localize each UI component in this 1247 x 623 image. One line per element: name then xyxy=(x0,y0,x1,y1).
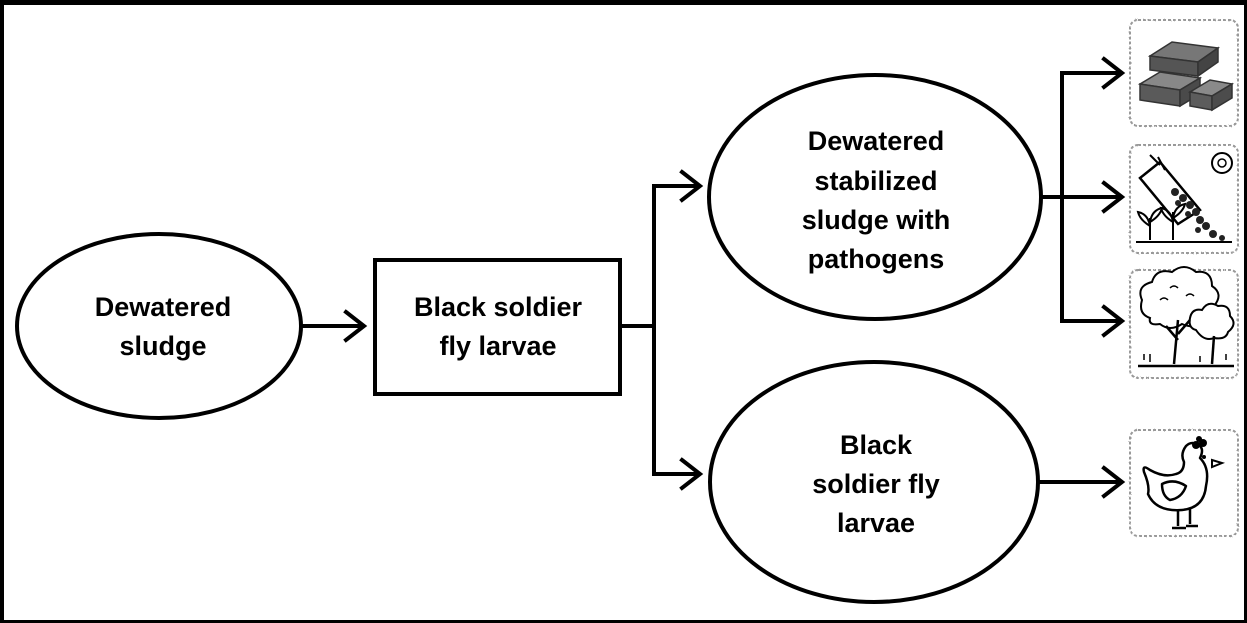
dewatered-sludge-line-1: Dewatered xyxy=(95,292,232,322)
stabilized-line-2: stabilized xyxy=(814,166,937,196)
stabilized-line-1: Dewatered xyxy=(808,126,945,156)
stabilized-line-4: pathogens xyxy=(808,244,945,274)
node-bsf-larvae-output: Black soldier fly larvae xyxy=(708,360,1040,604)
uses-trunk xyxy=(1039,71,1064,323)
bsf-process-line-1: Black soldier xyxy=(414,292,583,322)
bsf-output-line-2: soldier fly xyxy=(812,469,940,499)
bsf-output-line-1: Black xyxy=(840,430,913,460)
chicken-icon xyxy=(1129,429,1239,537)
arrowhead-6 xyxy=(1101,304,1126,338)
connectors xyxy=(299,56,1126,499)
arrowhead-7 xyxy=(1101,465,1126,499)
dewatered-sludge-line-2: sludge xyxy=(119,331,206,361)
arrowhead-2 xyxy=(679,169,704,203)
arrowhead-3 xyxy=(679,457,704,491)
node-dewatered-sludge: Dewatered sludge xyxy=(15,232,303,420)
arrowhead-5 xyxy=(1101,180,1126,214)
bsf-output-line-3: larvae xyxy=(837,508,915,538)
bsf-process-line-2: fly larvae xyxy=(439,331,556,361)
trees-icon xyxy=(1129,266,1239,379)
soil-amendment-icon xyxy=(1129,144,1239,254)
node-stabilized-sludge: Dewatered stabilized sludge with pathoge… xyxy=(707,73,1043,321)
node-bsf-larvae-process: Black soldier fly larvae xyxy=(373,258,622,396)
arrowhead-4 xyxy=(1101,56,1126,90)
stabilized-line-3: sludge with xyxy=(802,205,951,235)
bricks-icon xyxy=(1129,19,1239,127)
arrowhead-1 xyxy=(343,309,368,343)
branch-trunk xyxy=(618,184,656,476)
